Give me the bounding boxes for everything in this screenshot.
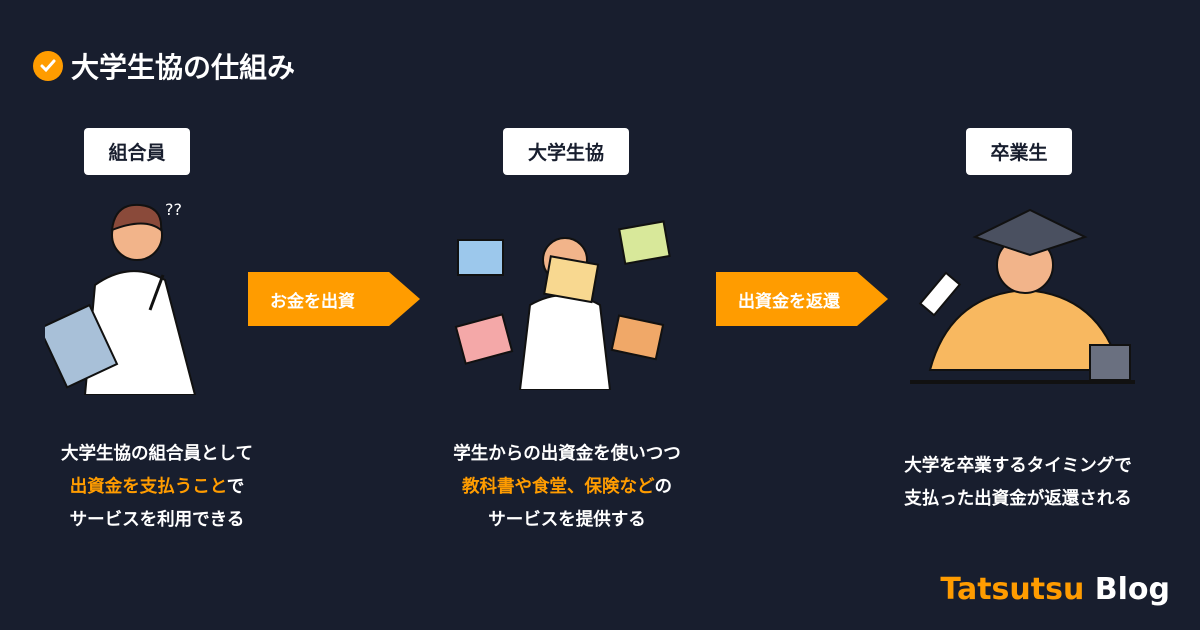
check-icon	[33, 51, 63, 81]
desc-line: 大学生協の組合員として	[61, 444, 253, 464]
arrow-invest: お金を出資	[248, 272, 420, 326]
arrow-refund: 出資金を返還	[716, 272, 888, 326]
desc-line: 支払った出資金が返還される	[904, 489, 1132, 509]
desc-text: で	[226, 477, 245, 497]
coop-illustration	[454, 220, 671, 390]
coop-description: 学生からの出資金を使いつつ 教科書や食堂、保険などの サービスを提供する	[387, 438, 747, 537]
page-title: 大学生協の仕組み	[33, 46, 295, 86]
desc-line: サービスを提供する	[488, 510, 646, 530]
highlight-text: 教科書や食堂、保険など	[462, 477, 655, 497]
desc-line: 出資金を支払うことで	[0, 471, 337, 504]
label-graduate: 卒業生	[966, 128, 1072, 175]
brand-part2: Blog	[1094, 572, 1170, 607]
brand-part1: Tatsutsu	[940, 572, 1085, 607]
member-description: 大学生協の組合員として 出資金を支払うことで サービスを利用できる	[0, 438, 337, 537]
member-illustration: ??	[45, 200, 197, 395]
highlight-text: 出資金を支払うこと	[69, 477, 227, 497]
desc-line: 大学を卒業するタイミングで	[904, 456, 1132, 476]
label-coop: 大学生協	[503, 128, 629, 175]
desc-line: 教科書や食堂、保険などの	[387, 471, 747, 504]
title-text: 大学生協の仕組み	[71, 51, 296, 84]
graduate-description: 大学を卒業するタイミングで 支払った出資金が返還される	[838, 450, 1198, 516]
brand-logo: Tatsutsu Blog	[940, 572, 1170, 607]
graduate-illustration	[910, 208, 1135, 384]
svg-text:??: ??	[165, 200, 182, 219]
desc-text: の	[654, 477, 673, 497]
label-member: 組合員	[84, 128, 190, 175]
desc-line: 学生からの出資金を使いつつ	[453, 444, 681, 464]
desc-line: サービスを利用できる	[69, 510, 245, 530]
